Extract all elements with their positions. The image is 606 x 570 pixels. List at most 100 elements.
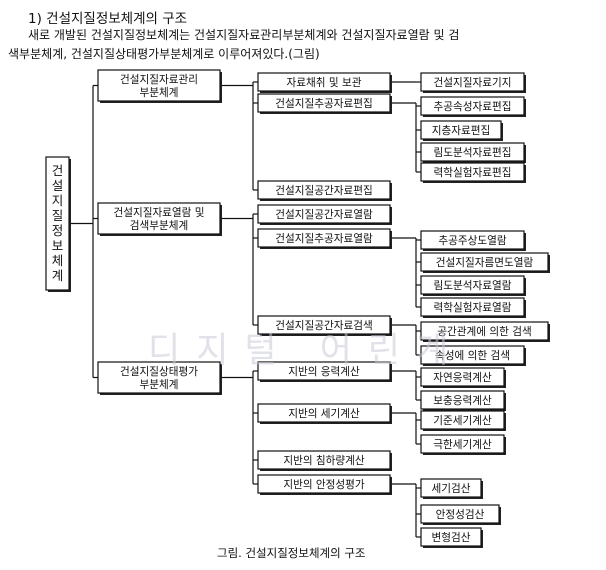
box-label: 부분체계	[140, 87, 179, 99]
box-label: 자연응력계산	[433, 372, 492, 384]
box-label: 지층자료편집	[432, 124, 490, 137]
box-label: 세기검산	[432, 483, 471, 495]
box-label: 기준세기계산	[433, 415, 492, 427]
box-label: 건설지질자료기지	[434, 77, 512, 89]
box-frame	[97, 361, 221, 394]
child-box: 림도분석자료열람	[420, 275, 526, 296]
box-label: 질	[52, 208, 64, 223]
box-frame	[420, 367, 505, 387]
item-box: 지반의 응력계산	[257, 361, 392, 382]
child-box: 극한세기계산	[420, 434, 506, 455]
box-frame	[257, 361, 391, 381]
child-box: 속성에 의한 검색	[420, 345, 526, 366]
box-label: 건설지질공간자료열람	[275, 208, 373, 221]
item-box: 건설지질추공자료편집	[257, 93, 392, 114]
box-label: 공간관계에 의한 검색	[437, 326, 531, 338]
box-label: 극한세기계산	[433, 439, 492, 451]
box-label: 지반의 침하량계산	[283, 454, 365, 467]
box-frame	[420, 321, 549, 341]
connector-lines	[69, 81, 421, 538]
box-label: 건설지질추공자료열람	[275, 232, 373, 245]
box-frame	[257, 180, 391, 200]
figure-caption: 그림. 건설지질정보체계의 구조	[217, 546, 366, 560]
watermark: 디지털 어린계	[148, 331, 465, 371]
child-box: 기준세기계산	[420, 410, 506, 431]
child-box: 공간관계에 의한 검색	[420, 321, 550, 342]
box-label: 건설지질공간자료검색	[275, 320, 372, 332]
box-frame	[420, 390, 505, 410]
box-frame	[420, 142, 525, 162]
item-box: 건설지질추공자료열람	[257, 228, 392, 249]
box-label: 정	[52, 223, 64, 238]
box-label: 건설지질자료관리	[120, 74, 198, 86]
child-box: 지층자료편집	[420, 120, 503, 141]
box-label: 건설지질자름면도열람	[436, 256, 534, 269]
box-frame	[257, 315, 391, 335]
box-label: 보충응력계산	[433, 395, 492, 407]
box-label: 지반의 세기계산	[288, 408, 360, 420]
box-label: 보	[52, 238, 64, 253]
box-label: 추공주상도열람	[438, 234, 506, 247]
box-frame	[257, 93, 391, 113]
box-frame	[420, 297, 525, 317]
child-box: 추공속성자료편집	[420, 96, 526, 117]
subsystem-box-1: 건설지질자료관리부분체계	[97, 69, 222, 103]
child-box: 보충응력계산	[420, 390, 506, 411]
box-frame	[420, 252, 549, 272]
child-box: 추공주상도열람	[420, 230, 526, 251]
box-frame	[97, 202, 221, 235]
box-label: 림도분석자료편집	[434, 146, 512, 159]
box-frame	[420, 72, 525, 92]
box-label: 건	[52, 163, 64, 178]
box-frame	[420, 410, 505, 430]
item-box: 지반의 세기계산	[257, 403, 392, 424]
box-frame	[257, 204, 391, 224]
box-frame	[420, 120, 502, 140]
box-label: 변형검산	[432, 532, 471, 544]
box-label: 지반의 안정성평가	[283, 479, 365, 491]
box-frame	[420, 230, 525, 250]
item-box: 건설지질공간자료편집	[257, 180, 392, 201]
child-box: 변형검산	[420, 527, 483, 548]
box-frame	[257, 72, 391, 92]
root-box: 건설지질정보체계	[45, 156, 71, 292]
box-label: 력학실험자료열람	[434, 301, 512, 314]
box-label: 건설지질상태평가	[120, 366, 198, 378]
box-frame	[257, 228, 391, 248]
box-label: 설	[52, 178, 64, 193]
box-frame	[420, 345, 525, 365]
box-frame	[420, 162, 525, 182]
box-label: 추공속성자료편집	[434, 100, 512, 113]
box-frame	[97, 69, 221, 102]
box-label: 건설지질공간자료편집	[275, 184, 372, 197]
child-box: 력학실험자료열람	[420, 297, 526, 318]
box-label: 건설지질추공자료편집	[275, 97, 372, 110]
box-label: 계	[52, 268, 64, 283]
box-frame	[420, 434, 505, 454]
box-frame	[420, 527, 482, 547]
item-box: 지반의 안정성평가	[257, 474, 392, 495]
box-label: 림도분석자료열람	[434, 279, 512, 292]
child-box: 자연응력계산	[420, 367, 506, 388]
box-label: 력학실험자료편집	[434, 166, 512, 179]
box-frame	[45, 156, 70, 291]
child-box: 림도분석자료편집	[420, 142, 526, 163]
box-frame	[257, 403, 391, 423]
item-box: 지반의 침하량계산	[257, 450, 392, 471]
child-box: 안정성검산	[420, 504, 501, 525]
box-frame	[420, 96, 525, 116]
box-frame	[420, 478, 482, 498]
box-frame	[257, 450, 391, 470]
box-frame	[420, 275, 525, 295]
box-label: 건설지질자료열람 및	[113, 206, 204, 219]
item-box: 건설지질공간자료열람	[257, 204, 392, 225]
box-label: 지	[52, 193, 64, 208]
intro-text-line-2: 색부분체계, 건설지질상태평가부분체계로 이루어져있다.(그림)	[8, 47, 320, 61]
item-box: 자료채취 및 보관	[257, 72, 392, 93]
child-box: 력학실험자료편집	[420, 162, 526, 183]
child-box: 건설지질자름면도열람	[420, 252, 550, 273]
box-label: 속성에 의한 검색	[435, 350, 510, 362]
box-label: 자료채취 및 보관	[287, 77, 362, 89]
